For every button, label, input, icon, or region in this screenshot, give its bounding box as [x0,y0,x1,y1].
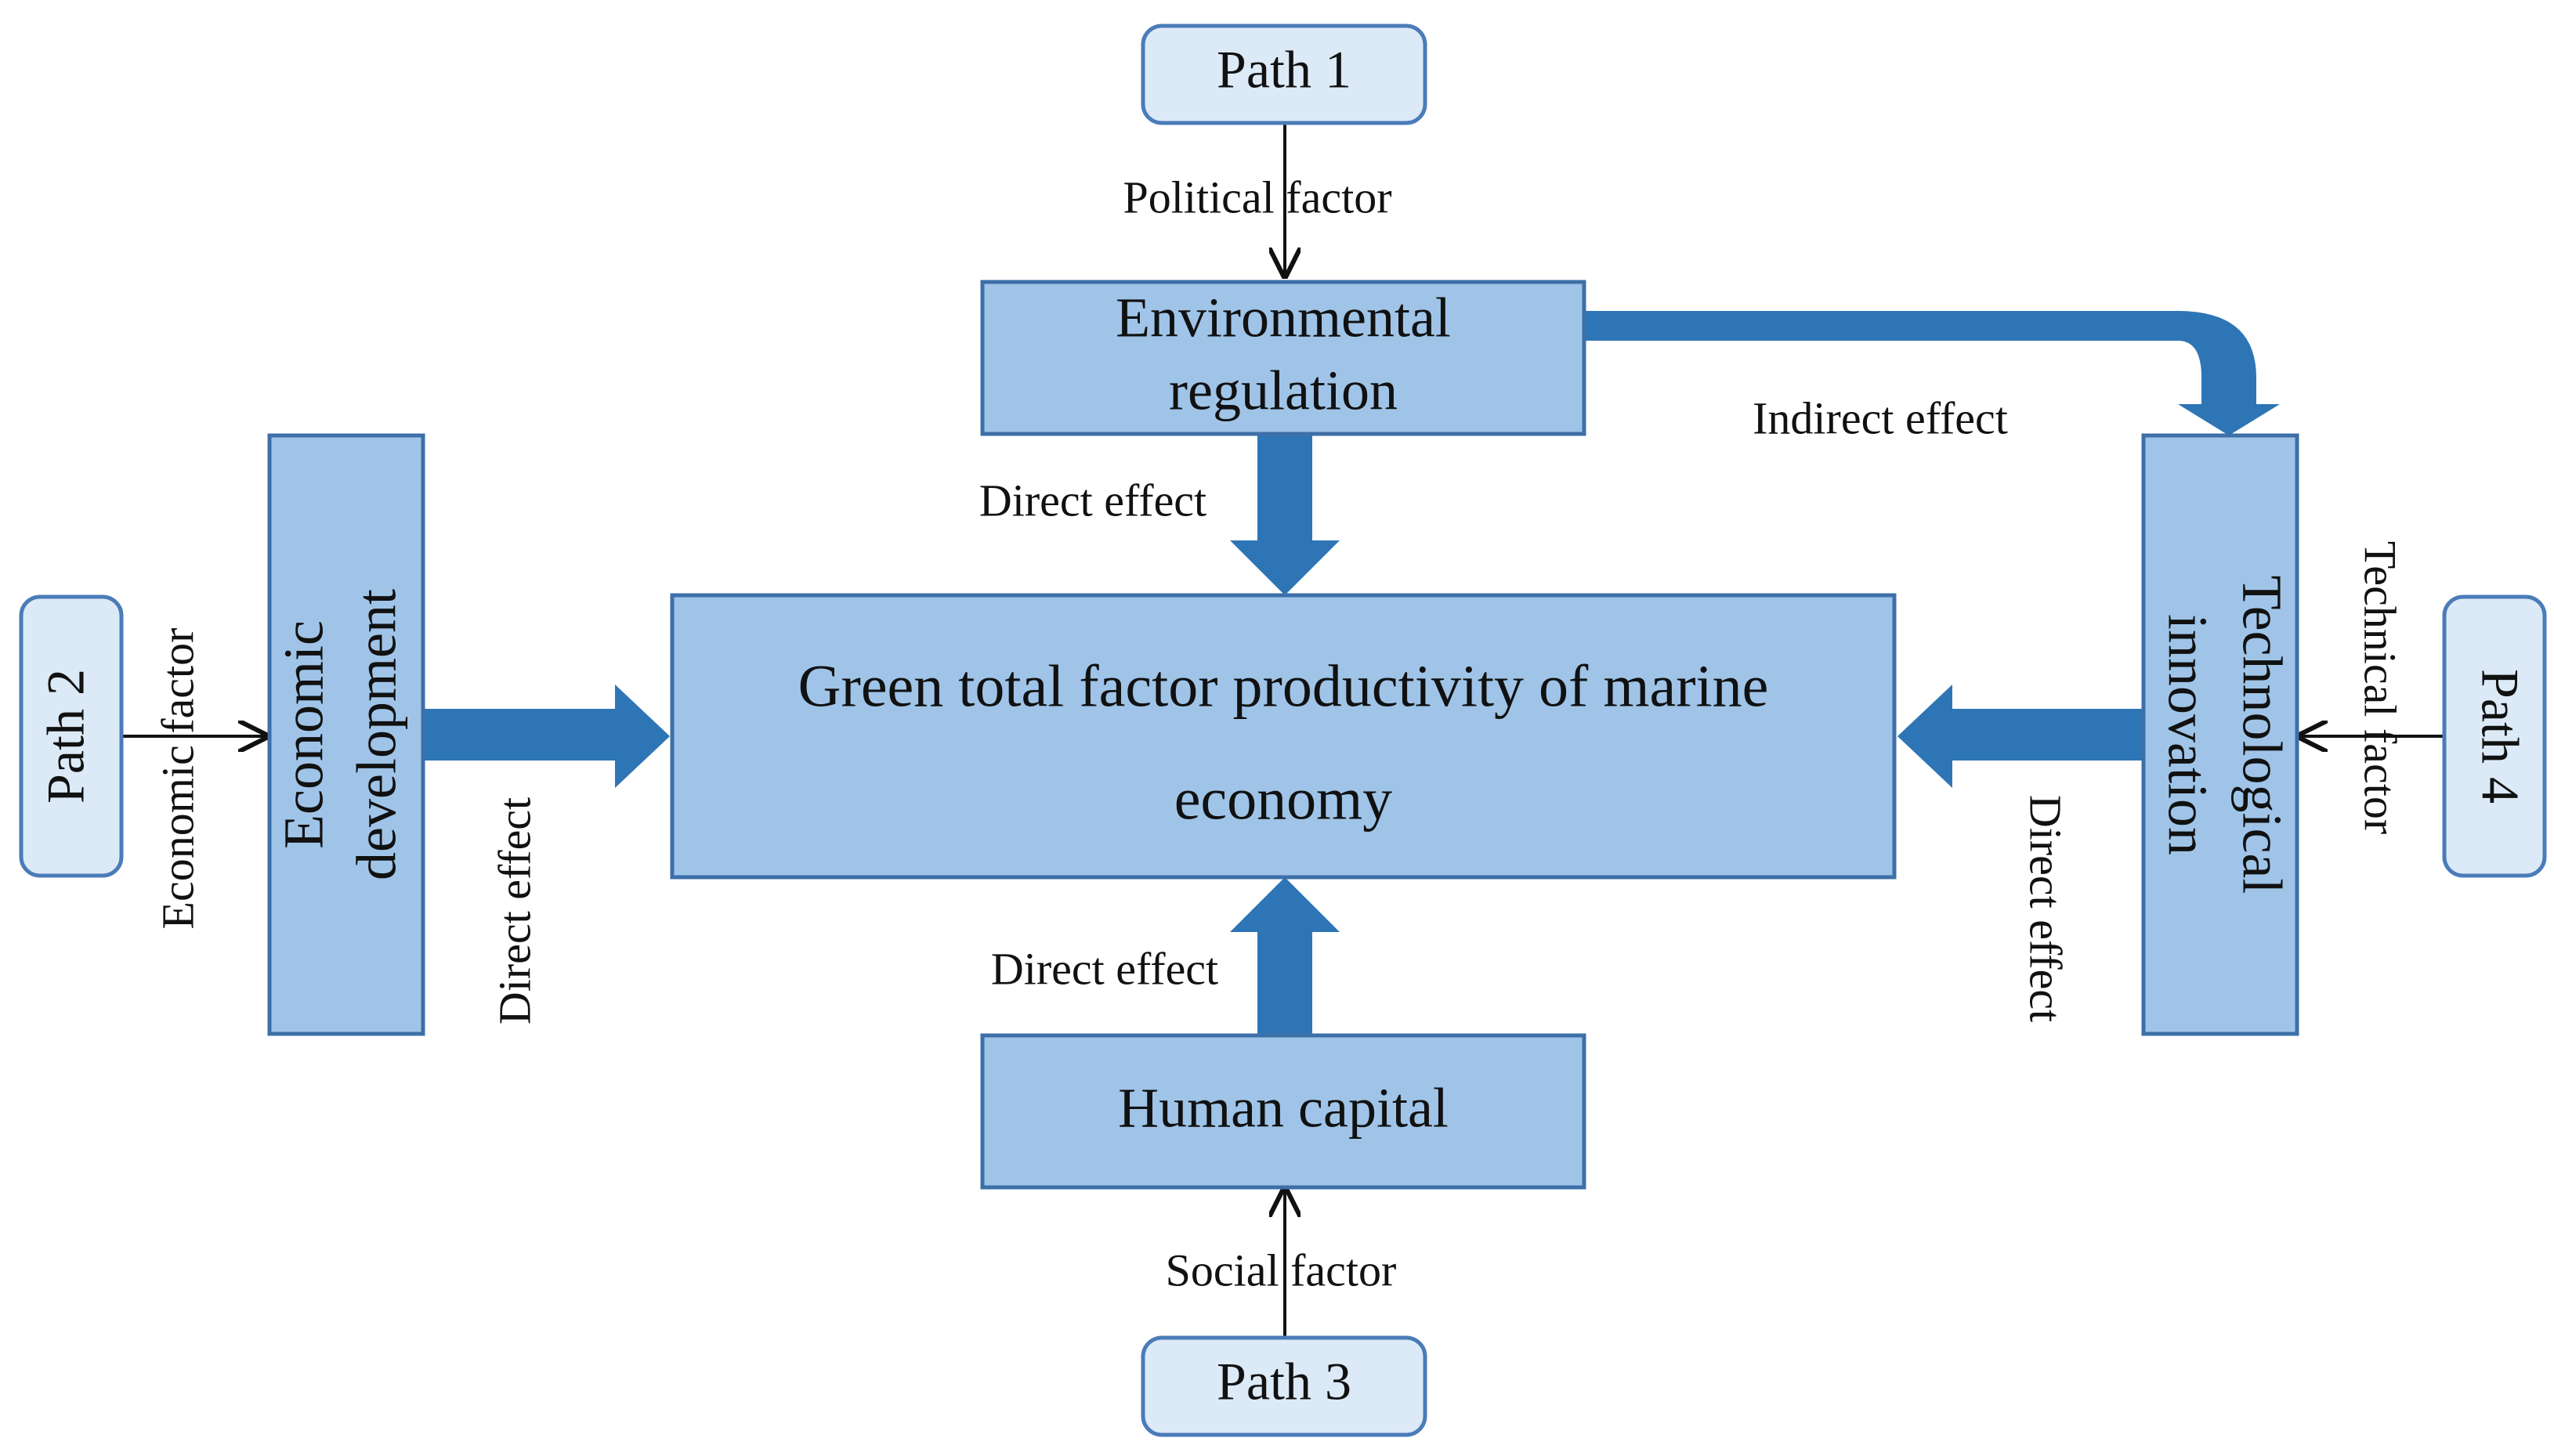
technological-innovation-line1: Technological [2230,576,2293,894]
direct-effect-label-top: Direct effect [979,475,1206,526]
central-outcome-line1: Green total factor productivity of marin… [798,653,1769,719]
environmental-regulation-box: Environmental regulation [980,280,1586,436]
path-1-box: Path 1 [1141,23,1427,125]
direct-effect-arrow-top [1230,434,1340,595]
direct-effect-label-left: Direct effect [489,797,540,1024]
direct-effect-label-right: Direct effect [2020,795,2071,1022]
technological-innovation-box: Technological innovation [2141,433,2299,1036]
indirect-effect-arrow [1583,311,2280,435]
economic-factor-label: Economic factor [152,628,203,930]
technical-factor-label: Technical factor [2355,541,2406,834]
economic-development-line1: Economic [273,620,335,849]
environmental-regulation-line1: Environmental [1116,287,1451,349]
direct-effect-arrow-right [1897,685,2143,788]
economic-development-line2: development [345,589,408,880]
direct-effect-arrow-bottom [1230,877,1340,1035]
human-capital-box: Human capital [980,1033,1586,1190]
path-4-label: Path 4 [2470,669,2530,804]
path-1-label: Path 1 [1217,40,1351,99]
path-3-label: Path 3 [1217,1352,1351,1411]
economic-development-box: Economic development [267,433,425,1036]
path-4-box: Path 4 [2442,594,2547,878]
central-outcome-box: Green total factor productivity of marin… [670,593,1897,880]
path-2-label: Path 2 [36,669,96,804]
social-factor-label: Social factor [1166,1245,1397,1295]
central-outcome-line2: economy [1174,766,1393,832]
direct-effect-arrow-left [422,685,670,788]
environmental-regulation-line2: regulation [1169,359,1398,422]
political-factor-label: Political factor [1123,172,1391,222]
indirect-effect-label: Indirect effect [1753,392,2008,443]
direct-effect-label-bottom: Direct effect [991,943,1218,994]
technological-innovation-line2: innovation [2156,614,2219,855]
human-capital-label: Human capital [1118,1077,1449,1140]
path-3-box: Path 3 [1141,1335,1427,1437]
path-2-box: Path 2 [19,594,124,878]
